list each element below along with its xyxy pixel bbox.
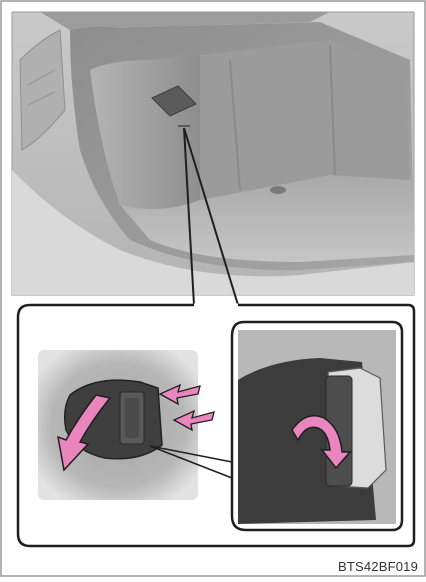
trunk-photo — [12, 12, 414, 295]
figure-code: BTS42BF019 — [338, 559, 418, 575]
step-lift-latch — [232, 322, 402, 530]
floor-fastener — [270, 186, 286, 194]
step-remove-cover — [38, 350, 214, 500]
trunk-back-wall — [200, 40, 410, 200]
